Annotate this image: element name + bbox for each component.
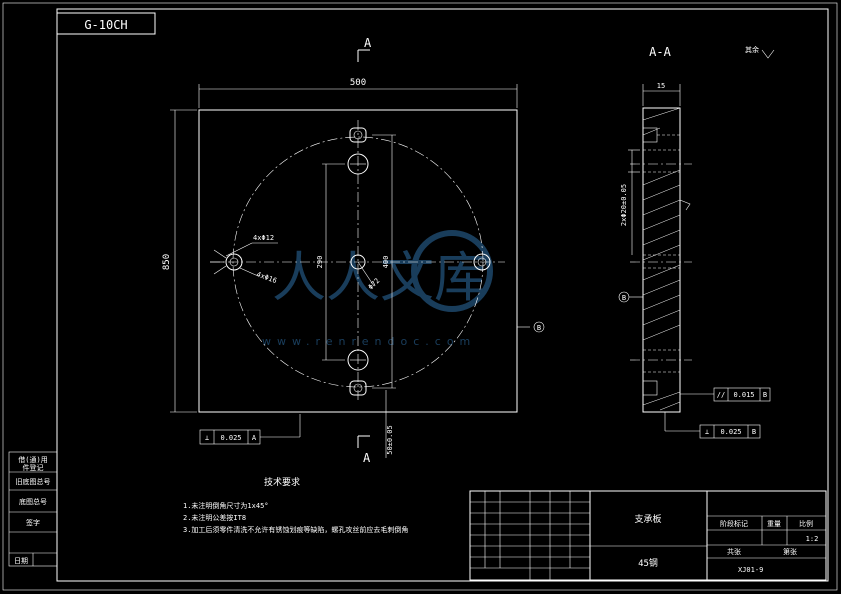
svg-text:其余: 其余 — [745, 45, 759, 54]
note-3: 3.加工后须零件清洗不允许有锈蚀划痕等缺陷，螺孔攻丝前应去毛刺倒角 — [183, 525, 408, 534]
section-view: A-A 其余 15 — [618, 45, 775, 439]
section-bore-bottom — [642, 380, 658, 396]
dim-outer-vertical: 400 — [382, 256, 390, 269]
tolerance-frame-right-bottom: ⊥ 0.025 B — [664, 412, 761, 439]
drawing-number: XJ01-9 — [738, 566, 763, 574]
svg-text://: // — [717, 391, 725, 399]
svg-text:B: B — [763, 391, 767, 399]
notes-heading: 技术要求 — [264, 476, 300, 488]
material: 45钢 — [638, 557, 658, 569]
svg-text:底图总号: 底图总号 — [19, 497, 47, 506]
scale-value: 1:2 — [806, 535, 819, 543]
datum-b-section: B — [622, 294, 626, 302]
section-title: A-A — [649, 45, 671, 59]
svg-text:⊥: ⊥ — [705, 428, 709, 436]
tolerance-frame-right-top: // 0.015 B — [680, 387, 771, 402]
svg-text:B: B — [752, 428, 756, 436]
svg-text:A: A — [252, 434, 257, 442]
dim-height: 850 — [162, 254, 172, 270]
section-marker-top: A — [364, 36, 372, 50]
technical-notes: 技术要求 1.未注明倒角尺寸为1x45° 2.未注明公差按IT8 3.加工后须零… — [183, 476, 408, 534]
sheet-total: 共张 — [727, 547, 741, 556]
dim-inner-vertical: 290 — [316, 256, 324, 269]
note-1: 1.未注明倒角尺寸为1x45° — [183, 501, 269, 510]
drawing-frame — [56, 8, 829, 582]
dim-thickness: 15 — [657, 82, 665, 90]
hole-left — [225, 253, 243, 271]
watermark-url: www.renrendoc.com — [262, 335, 476, 348]
dim-hole-a: 4xΦ12 — [253, 234, 274, 242]
dim-bore-fit: 2xΦ20±0.05 — [620, 184, 628, 226]
svg-text:件登记: 件登记 — [23, 463, 44, 472]
roughness-mark — [679, 199, 691, 211]
title-block: 支承板 45钢 阶段标记 重量 比例 1:2 共张 第张 XJ01-9 — [469, 490, 827, 581]
svg-text:借(通)用: 借(通)用 — [18, 455, 47, 464]
side-label-column: 借(通)用 件登记 旧底图总号 底图总号 签字 日期 — [8, 451, 58, 567]
drawing-code-box: G-10CH — [56, 12, 156, 35]
part-name: 支承板 — [634, 513, 661, 525]
svg-text:旧底图总号: 旧底图总号 — [16, 477, 51, 486]
svg-text:0.015: 0.015 — [733, 391, 754, 399]
hole-right — [473, 253, 491, 271]
surface-finish: 其余 — [745, 45, 775, 59]
plate-outline — [198, 109, 518, 413]
weight-label: 重量 — [767, 520, 781, 528]
hole-bottom-small — [349, 380, 367, 396]
hole-top-small — [349, 127, 367, 143]
watermark: 人人文库 www.renrendoc.com — [262, 230, 493, 348]
drawing-code: G-10CH — [84, 18, 127, 32]
svg-text:签字: 签字 — [26, 518, 40, 527]
scale-label: 比例 — [799, 519, 813, 528]
section-marker-bottom: A — [363, 451, 371, 465]
svg-text:⊥: ⊥ — [205, 434, 209, 442]
dim-offset: 50±0.05 — [386, 425, 394, 455]
section-body — [642, 107, 681, 413]
tolerance-frame-left: ⊥ 0.025 A — [199, 414, 301, 445]
center-hole — [350, 254, 366, 270]
svg-text:0.025: 0.025 — [220, 434, 241, 442]
note-2: 2.未注明公差按IT8 — [183, 513, 246, 522]
sheet-number: 第张 — [783, 547, 797, 556]
watermark-text: 人人文库 — [272, 246, 488, 309]
hole-top-large — [347, 153, 369, 175]
svg-text:0.025: 0.025 — [720, 428, 741, 436]
hole-bottom-large — [347, 349, 369, 371]
datum-b-callout: B — [537, 324, 541, 332]
section-hatching — [642, 107, 681, 411]
stage-label: 阶段标记 — [720, 519, 748, 528]
dim-width: 500 — [350, 78, 366, 88]
main-view: 500 850 290 400 4xΦ12 4xΦ16 Φ72 A — [162, 36, 545, 465]
svg-text:日期: 日期 — [14, 557, 28, 565]
